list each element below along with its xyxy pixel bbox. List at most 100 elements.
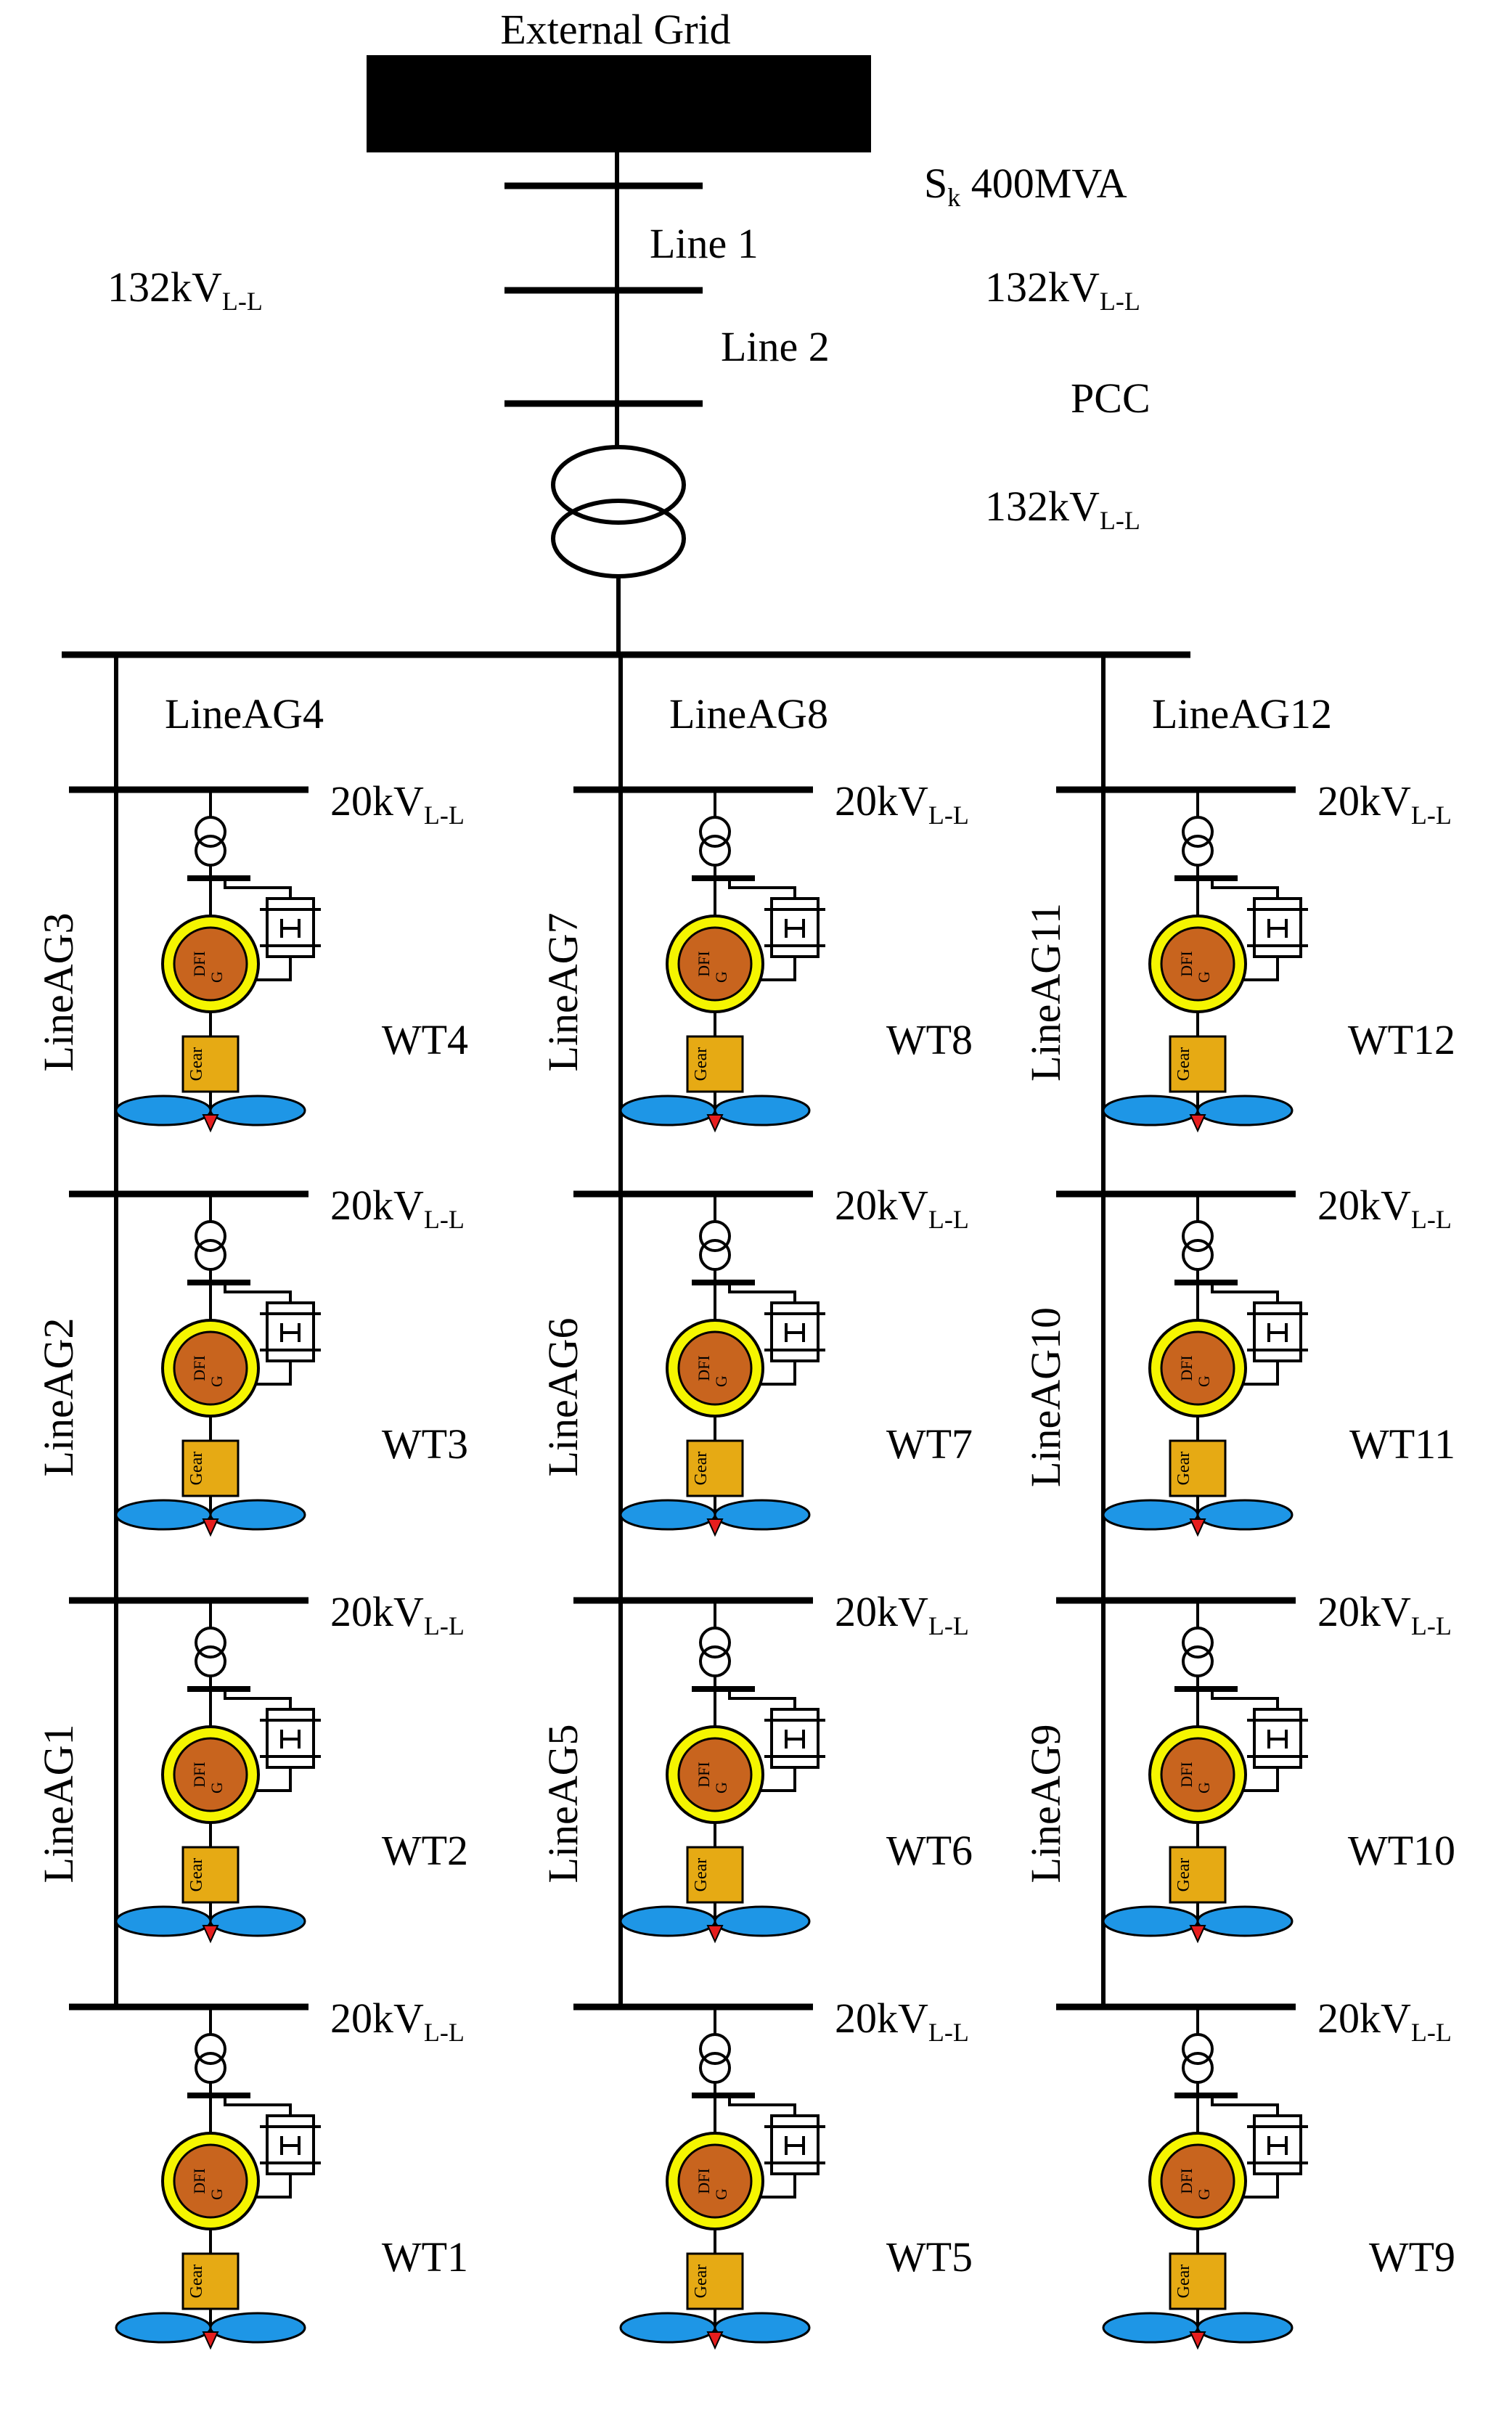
voltage-sub: L-L <box>928 1611 969 1640</box>
blade-right <box>1196 1095 1294 1126</box>
voltage-label-hv-left: 132kVL-L <box>107 263 263 316</box>
rotor-feed-line <box>1240 1361 1279 1386</box>
generator-label: DFI <box>695 951 713 976</box>
unit-transformer-icon <box>195 2033 226 2084</box>
line2-label: Line 2 <box>721 323 830 370</box>
hub-tip <box>706 1518 724 1537</box>
unit-transformer-icon <box>699 1627 731 1677</box>
voltage-base: 20kV <box>330 1182 424 1229</box>
converter-icon <box>260 1708 321 1769</box>
voltage-base: 132kV <box>985 483 1100 530</box>
turbine-label: WT1 <box>382 2233 468 2281</box>
rotor-feed-line <box>757 2174 796 2199</box>
voltage-sub: L-L <box>424 2018 465 2047</box>
blade-left <box>1102 1905 1199 1937</box>
sk-subscript: k <box>947 183 960 212</box>
voltage-sub: L-L <box>1100 287 1140 316</box>
transformer-coil <box>1182 1220 1214 1252</box>
voltage-label-mv: 20kVL-L <box>1317 1995 1452 2047</box>
blade-left <box>1102 1499 1199 1531</box>
rotor-blades-icon <box>619 2312 811 2350</box>
gearbox-label: Gear <box>692 1858 711 1892</box>
transformer-coil <box>195 1645 226 1677</box>
segment-line-label: LineAG7 <box>539 912 587 1071</box>
gearbox-label: Gear <box>692 1452 711 1486</box>
blade-left <box>1102 2312 1199 2344</box>
voltage-base: 20kV <box>330 1588 424 1635</box>
generator-sub-label: G <box>1195 971 1213 983</box>
gearbox-label: Gear <box>692 2265 711 2299</box>
generator-core <box>677 1330 753 1406</box>
external-grid-block <box>367 55 871 152</box>
gearbox-icon: Gear <box>1169 1035 1227 1093</box>
generator-label: DFI <box>190 1355 208 1381</box>
rotor-blades-icon <box>1102 1905 1294 1944</box>
gearbox-label: Gear <box>1174 1047 1193 1081</box>
converter-icon <box>260 897 321 958</box>
transformer-coil <box>699 1220 731 1252</box>
hub-tip <box>202 2331 219 2350</box>
rotor-blades-icon <box>1102 1499 1294 1537</box>
transformer-coil <box>699 835 731 867</box>
voltage-base: 132kV <box>985 263 1100 311</box>
transformer-coil <box>195 1627 226 1659</box>
blade-right <box>1196 2312 1294 2344</box>
rotor-feed-line <box>1240 1767 1279 1792</box>
hub-tip <box>706 2331 724 2350</box>
voltage-label-hv-transformer: 132kVL-L <box>985 483 1140 535</box>
gearbox-body <box>181 1846 240 1904</box>
hub-tip <box>202 1518 219 1537</box>
turbine-label: WT9 <box>1369 2233 1455 2281</box>
transformer-coil <box>1182 2033 1214 2065</box>
turbine-label: WT8 <box>886 1016 973 1063</box>
voltage-label-mv: 20kVL-L <box>330 777 465 830</box>
turbine-label: WT6 <box>886 1827 973 1874</box>
unit-transformer-icon <box>195 816 226 867</box>
voltage-sub: L-L <box>1411 801 1452 830</box>
generator-sub-label: G <box>208 1782 226 1794</box>
gearbox-body <box>181 2252 240 2310</box>
rotor-blades-icon <box>619 1905 811 1944</box>
rotor-blades-icon <box>115 2312 306 2350</box>
main-transformer-icon <box>551 445 686 578</box>
converter-link-line <box>1211 1283 1279 1303</box>
gearbox-body <box>1169 2252 1227 2310</box>
unit-transformer-icon <box>699 1220 731 1271</box>
converter-link-line <box>728 2095 796 2116</box>
blade-left <box>619 1905 716 1937</box>
voltage-label-mv: 20kVL-L <box>835 1995 969 2047</box>
transformer-coil <box>1182 1645 1214 1677</box>
rotor-blades-icon <box>1102 1095 1294 1133</box>
blade-left <box>115 1095 212 1126</box>
converter-link-line <box>1211 2095 1279 2116</box>
segment-line-label: LineAG1 <box>35 1724 82 1883</box>
voltage-label-mv: 20kVL-L <box>1317 777 1452 830</box>
hub-tip <box>706 1114 724 1133</box>
blade-left <box>115 2312 212 2344</box>
generator-core <box>677 1737 753 1812</box>
feeder-top-label: LineAG12 <box>1152 690 1332 737</box>
voltage-label-mv: 20kVL-L <box>835 1588 969 1640</box>
blade-right <box>714 1905 811 1937</box>
converter-link-line <box>224 1283 292 1303</box>
hub-tip <box>1189 1518 1206 1537</box>
voltage-sub: L-L <box>928 1205 969 1234</box>
short-circuit-power-label: Sk 400MVA <box>924 160 1127 212</box>
external-grid-title: External Grid <box>500 6 730 53</box>
voltage-base: 20kV <box>835 1995 928 2042</box>
transformer-coil <box>195 2033 226 2065</box>
voltage-sub: L-L <box>222 287 263 316</box>
generator-core <box>677 926 753 1002</box>
blade-left <box>619 2312 716 2344</box>
generator-label: DFI <box>1177 1762 1196 1787</box>
unit-transformer-icon <box>699 816 731 867</box>
